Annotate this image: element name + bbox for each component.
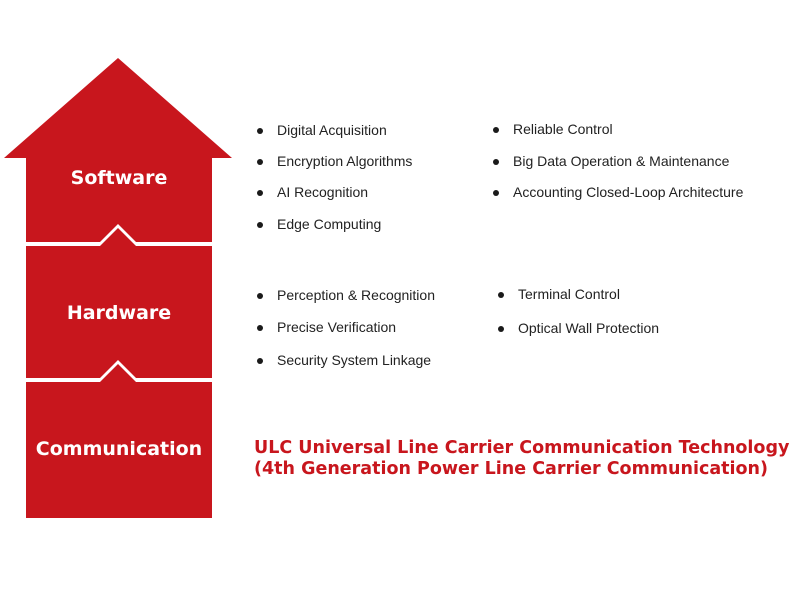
list-item: Precise Verification [255, 319, 435, 352]
list-item-label: Perception & Recognition [277, 287, 435, 303]
list-item-label: Terminal Control [518, 286, 620, 302]
bullet-icon [257, 128, 263, 134]
hardware-block [26, 228, 212, 378]
list-item: Encryption Algorithms [255, 153, 412, 184]
bullet-icon [257, 159, 263, 165]
hardware-label: Hardware [66, 302, 172, 324]
software-block [4, 58, 232, 242]
bullet-icon [257, 190, 263, 196]
bullet-icon [498, 326, 504, 332]
list-item: Terminal Control [496, 286, 659, 320]
communication-description-line2: (4th Generation Power Line Carrier Commu… [254, 459, 768, 479]
list-item-label: Accounting Closed-Loop Architecture [513, 184, 744, 200]
list-item: Accounting Closed-Loop Architecture [491, 184, 743, 215]
list-item: Reliable Control [491, 121, 743, 153]
bullet-icon [257, 358, 263, 364]
list-item-label: Security System Linkage [277, 352, 432, 368]
software-features-left: Digital Acquisition Encryption Algorithm… [255, 122, 412, 247]
bullet-icon [493, 127, 499, 133]
list-item-label: Optical Wall Protection [518, 320, 660, 336]
list-item-label: AI Recognition [277, 184, 369, 200]
list-item: Perception & Recognition [255, 287, 435, 319]
bullet-icon [493, 159, 499, 165]
list-item: Big Data Operation & Maintenance [491, 153, 743, 184]
bullet-icon [257, 325, 263, 331]
list-item-label: Digital Acquisition [277, 122, 387, 138]
list-item: AI Recognition [255, 184, 412, 216]
bullet-icon [257, 222, 263, 228]
hardware-features-right: Terminal Control Optical Wall Protection [496, 286, 659, 352]
list-item-label: Big Data Operation & Maintenance [513, 153, 730, 169]
list-item-label: Precise Verification [277, 319, 397, 335]
communication-label: Communication [35, 438, 203, 460]
list-item-label: Edge Computing [277, 216, 382, 232]
bullet-icon [257, 293, 263, 299]
list-item: Optical Wall Protection [496, 320, 659, 352]
software-features-right: Reliable Control Big Data Operation & Ma… [491, 121, 743, 215]
bullet-icon [493, 190, 499, 196]
hardware-features-left: Perception & Recognition Precise Verific… [255, 287, 435, 384]
communication-block [26, 364, 212, 518]
list-item-label: Encryption Algorithms [277, 153, 413, 169]
list-item: Digital Acquisition [255, 122, 412, 153]
list-item-label: Reliable Control [513, 121, 613, 137]
communication-description-line1: ULC Universal Line Carrier Communication… [254, 438, 790, 458]
bullet-icon [498, 292, 504, 298]
list-item: Edge Computing [255, 216, 412, 247]
list-item: Security System Linkage [255, 352, 435, 384]
software-label: Software [70, 167, 168, 189]
